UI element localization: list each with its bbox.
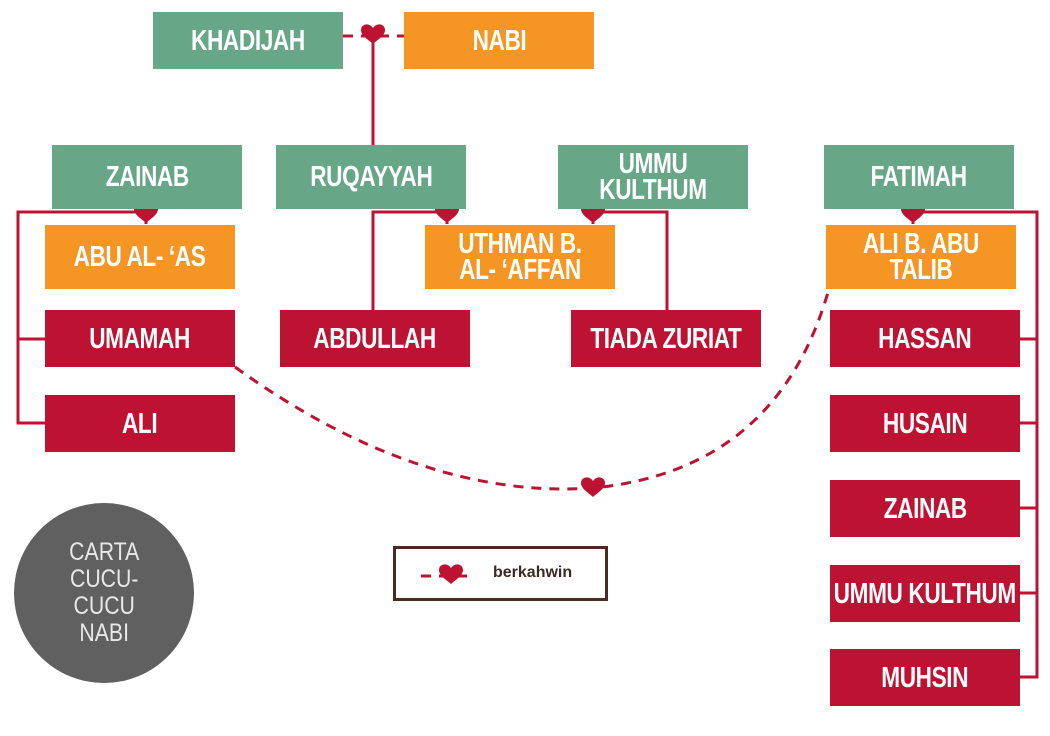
node-tiada-zuriat: TIADA ZURIAT: [571, 310, 761, 367]
node-ali-abu-talib: ALI B. ABU TALIB: [826, 225, 1016, 289]
node-muhsin: MUHSIN: [830, 649, 1020, 706]
node-label: UMMU KULTHUM: [599, 148, 707, 206]
node-uthman: UTHMAN B. AL- ‘AFFAN: [425, 225, 615, 289]
node-husain: HUSAIN: [830, 395, 1020, 452]
node-ruqayyah: RUQAYYAH: [276, 145, 466, 209]
node-label: HASSAN: [878, 322, 972, 355]
node-label: NABI: [472, 24, 526, 57]
node-label: FATIMAH: [870, 161, 968, 193]
node-umamah: UMAMAH: [45, 310, 235, 367]
node-abu-al-as: ABU AL- ‘AS: [45, 225, 235, 289]
node-fatimah: FATIMAH: [824, 145, 1014, 209]
chart-title-badge: CARTA CUCU- CUCU NABI: [14, 503, 194, 683]
node-label: UMMU KULTHUM: [833, 577, 1017, 610]
node-label: ABU AL- ‘AS: [74, 241, 206, 273]
legend-label: berkahwin: [493, 564, 573, 581]
chart-title: CARTA CUCU- CUCU NABI: [68, 538, 140, 647]
node-label: ALI: [122, 407, 158, 440]
node-zainab: ZAINAB: [52, 145, 242, 209]
node-label: UMAMAH: [89, 322, 191, 355]
heart-icon: [361, 24, 385, 44]
node-label: HUSAIN: [882, 407, 968, 440]
node-khadijah: KHADIJAH: [153, 12, 343, 69]
legend: berkahwin: [393, 546, 608, 601]
heart-icon: [421, 564, 474, 584]
node-nabi: NABI: [404, 12, 594, 69]
node-label: RUQAYYAH: [309, 161, 433, 193]
node-label: MUHSIN: [881, 661, 969, 694]
node-ummu-kulthum: UMMU KULTHUM: [558, 145, 748, 209]
node-label: UTHMAN B. AL- ‘AFFAN: [458, 228, 582, 286]
node-ali: ALI: [45, 395, 235, 452]
node-abdullah: ABDULLAH: [280, 310, 470, 367]
node-label: TIADA ZURIAT: [590, 322, 742, 355]
node-label: ZAINAB: [883, 492, 967, 525]
node-label: KHADIJAH: [191, 24, 305, 57]
heart-icon: [581, 477, 605, 497]
node-hassan: HASSAN: [830, 310, 1020, 367]
node-label: ABDULLAH: [313, 322, 437, 355]
node-zainab-grandchild: ZAINAB: [830, 480, 1020, 537]
node-label: ALI B. ABU TALIB: [863, 228, 979, 286]
node-ummu-kulthum-grandchild: UMMU KULTHUM: [830, 565, 1020, 622]
node-label: ZAINAB: [105, 161, 189, 193]
